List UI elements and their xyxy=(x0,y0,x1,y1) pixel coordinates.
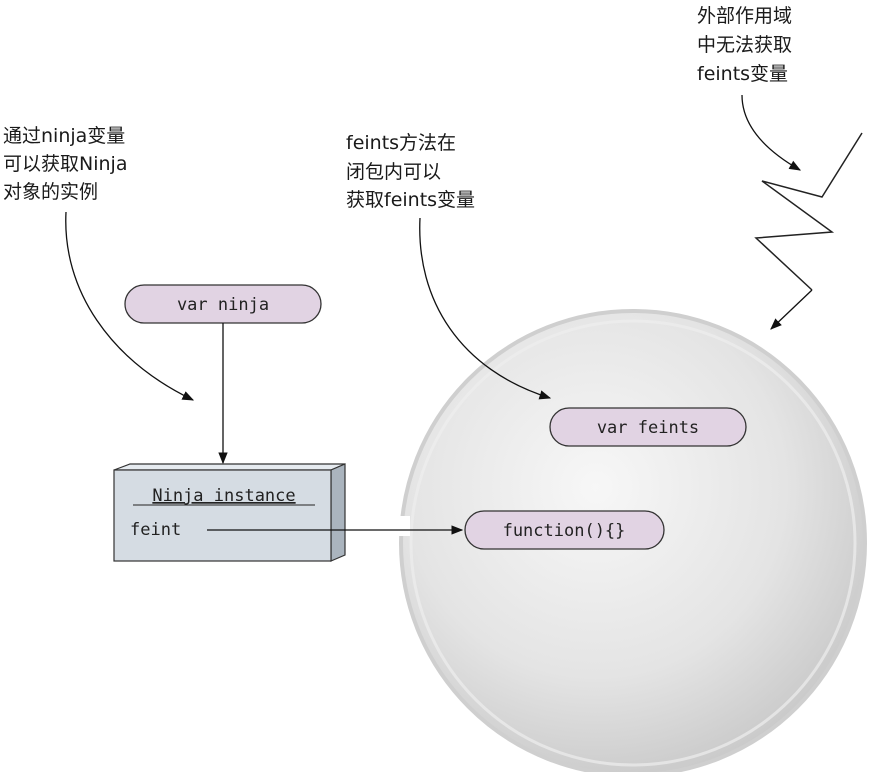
ninja-instance-box: Ninja instance feint xyxy=(113,463,346,562)
annotation-ninja-variable: 通过ninja变量 可以获取Ninja 对象的实例 xyxy=(3,125,134,203)
annotation-line: 通过ninja变量 xyxy=(3,125,125,147)
annotation-line: 闭包内可以 xyxy=(346,161,441,183)
var-feints-node: var feints xyxy=(549,407,747,447)
annotation-line: 中无法获取 xyxy=(697,34,792,56)
annotation-line: 获取feints变量 xyxy=(346,189,475,211)
ninja-instance-title: Ninja instance xyxy=(152,486,295,506)
lightning-bolt-icon xyxy=(754,132,863,291)
var-ninja-node: var ninja xyxy=(124,284,322,324)
sphere-notch xyxy=(396,516,410,536)
annotation-line: feints方法在 xyxy=(346,132,456,154)
annotation-ninja-arrow xyxy=(65,211,195,401)
annotation-outer-scope: 外部作用域 中无法获取 feints变量 xyxy=(697,5,798,85)
annotation-line: 外部作用域 xyxy=(697,5,792,27)
function-node: function(){} xyxy=(464,510,665,550)
annotation-feints-arrow xyxy=(419,217,552,400)
annotation-line: 对象的实例 xyxy=(3,181,98,203)
function-label: function(){} xyxy=(503,521,626,541)
var-ninja-label: var ninja xyxy=(177,295,269,315)
annotation-line: 可以获取Ninja xyxy=(3,153,127,175)
lightning-arrow xyxy=(770,289,813,330)
annotation-feints-closure: feints方法在 闭包内可以 获取feints变量 xyxy=(346,132,475,211)
annotation-line: feints变量 xyxy=(697,63,788,85)
var-feints-label: var feints xyxy=(597,418,699,438)
annotation-outer-arrow xyxy=(741,94,802,171)
ninja-instance-property: feint xyxy=(130,520,181,540)
